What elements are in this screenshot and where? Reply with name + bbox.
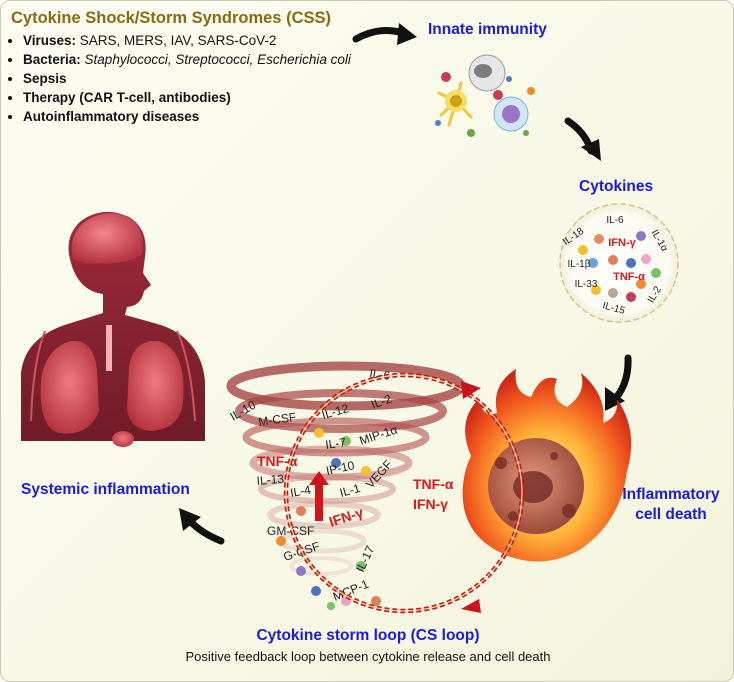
cytokine-label-il33: IL-33 [575, 279, 598, 290]
tornado-label-il1: IL-1 [338, 481, 362, 500]
node-cytokines: Cytokines [579, 178, 654, 195]
tornado-label-il2: IL-2 [369, 391, 394, 411]
cause-autoinflammatory: Autoinflammatory diseases [23, 107, 351, 126]
arrow-cytokines-to-cell-death [605, 354, 632, 411]
human-figure-illustration [21, 211, 205, 447]
node-innate-immunity: Innate immunity [428, 21, 547, 38]
cause-therapy: Therapy (CAR T-cell, antibodies) [23, 88, 351, 107]
node-inflammatory-cell-death: Inflammatory cell death [622, 486, 720, 523]
node-systemic-inflammation: Systemic inflammation [21, 481, 190, 498]
immune-cells-illustration [435, 54, 535, 137]
tornado-label-il7: IL-7 [324, 435, 347, 452]
cs-loop-circle [283, 372, 525, 614]
tornado-label-tnfa: TNF-α [257, 453, 298, 469]
cytokine-label-ifng: IFN-γ [608, 237, 636, 249]
css-title: Cytokine Shock/Storm Syndromes (CSS) [11, 9, 331, 27]
loop-label-ifng: IFN-γ [413, 496, 448, 512]
cytokine-label-il1b: IL-1β [568, 259, 591, 270]
tornado-label-mcsf: M-CSF [257, 410, 297, 429]
cause-sepsis: Sepsis [23, 69, 351, 88]
arrow-innate-to-cytokines [564, 117, 601, 161]
arrow-causes-to-innate [352, 23, 417, 45]
cs-loop-subtitle: Positive feedback loop between cytokine … [185, 649, 551, 664]
cytokine-circle: IL-18 IL-6 IL-1α IFN-γ IL-1β TNF-α IL-33… [559, 203, 679, 323]
loop-label-tnfa: TNF-α [413, 476, 454, 492]
cause-viruses: Viruses: SARS, MERS, IAV, SARS-CoV-2 [23, 31, 351, 50]
fire-cell-illustration [462, 369, 632, 562]
tornado-label-il12: IL-12 [320, 401, 350, 422]
cytokine-label-il6: IL-6 [606, 215, 624, 226]
cs-loop-title: Cytokine storm loop (CS loop) [256, 627, 480, 644]
tornado-label-il13: IL-13 [256, 472, 285, 488]
cause-bacteria: Bacteria: Staphylococci, Streptococci, E… [23, 50, 351, 69]
cytokine-label-tnfa: TNF-α [613, 271, 645, 283]
tornado-label-ip10: IP-10 [325, 458, 356, 478]
arrow-storm-to-systemic [179, 508, 225, 545]
tornado-label-il4: IL-4 [289, 483, 312, 500]
causes-list: Viruses: SARS, MERS, IAV, SARS-CoV-2 Bac… [7, 31, 351, 126]
